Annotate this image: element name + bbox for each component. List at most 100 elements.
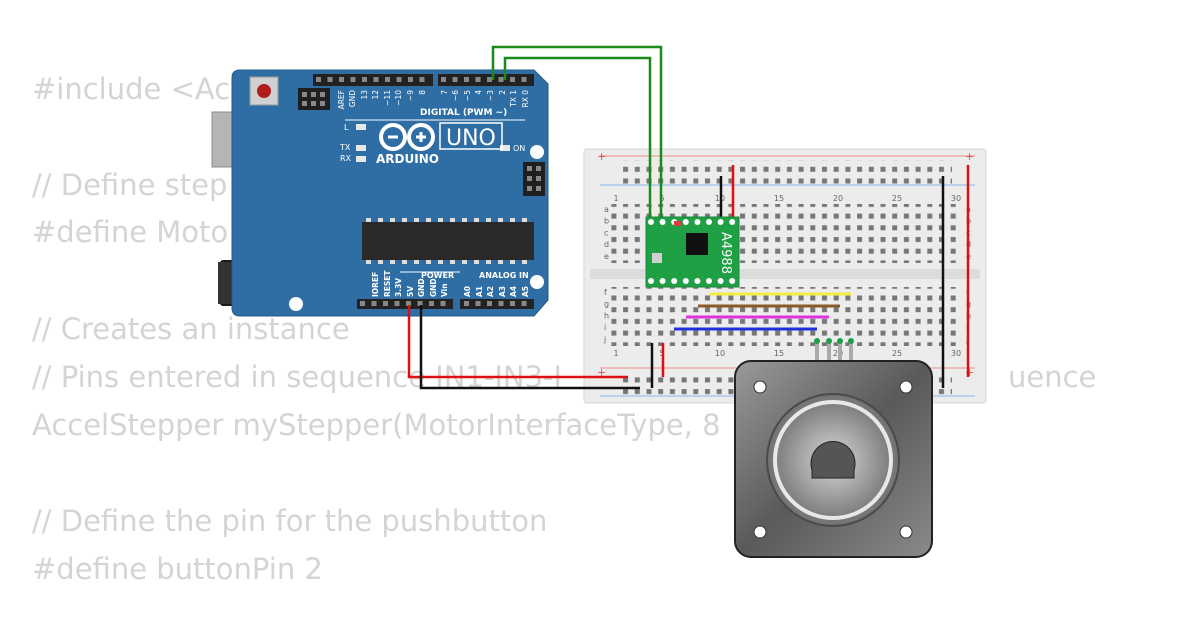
chip-pin: [522, 260, 527, 264]
chip-pin: [378, 218, 383, 222]
chip-pin: [378, 260, 383, 264]
column-number: 1: [613, 349, 618, 358]
motor-screw-hole: [753, 525, 767, 539]
column-number: 30: [951, 194, 961, 203]
driver-pin: [682, 219, 689, 225]
wire-green-dir: [503, 56, 652, 220]
chip-pin: [414, 218, 419, 222]
row-letter: j: [965, 335, 968, 344]
pin-hole: [362, 77, 367, 82]
arduino-model: UNO: [446, 126, 496, 151]
power-pin-label: GND: [417, 278, 426, 297]
led-l: [356, 124, 366, 130]
column-number: 20: [833, 194, 843, 203]
pin-hole: [510, 301, 515, 306]
pin-hole: [464, 301, 469, 306]
code-line-comment-define-step: // Define step: [32, 168, 228, 202]
header-power-label: POWER: [421, 271, 454, 280]
led-tx: [356, 145, 366, 151]
row-letter: f: [604, 288, 607, 297]
pin-hole: [487, 301, 492, 306]
driver-pin: [706, 219, 712, 225]
rail-plus-label: +: [965, 366, 974, 379]
chip-pin: [498, 260, 503, 264]
led-tx-label: TX: [339, 143, 351, 152]
header-power: [357, 299, 453, 309]
row-letter: i: [604, 323, 606, 332]
top-pin-label: AREF: [337, 90, 346, 109]
code-line-define-button: #define buttonPin 2: [32, 552, 323, 586]
column-number: 1: [613, 194, 618, 203]
chip-pin: [426, 218, 431, 222]
chip-pin: [462, 218, 467, 222]
code-line-suffix: uence: [1008, 360, 1097, 394]
chip-pin: [366, 260, 371, 264]
pin-hole: [521, 77, 527, 82]
chip-pin: [498, 218, 503, 222]
center-channel: [590, 269, 980, 279]
driver-pin: [729, 278, 736, 284]
analog-pin-label: A4: [509, 286, 518, 297]
rail-holes-top-2: [622, 172, 952, 184]
pin-hole: [371, 301, 377, 306]
top-pin-label: ~9: [406, 90, 415, 101]
uno-badge: [439, 122, 503, 150]
atmega-chip: [362, 222, 534, 260]
motor-lead-tip: [814, 338, 820, 344]
motor-screw-hole: [753, 380, 767, 394]
driver-pin: [717, 219, 724, 225]
pin-hole: [373, 77, 379, 82]
row-letter: d: [604, 240, 609, 249]
motor-lead-tip: [837, 338, 843, 344]
driver-pin: [659, 219, 666, 225]
pin-hole: [327, 77, 333, 82]
top-pin-label: TX 1: [509, 90, 518, 108]
pin-hole: [385, 77, 390, 82]
driver-label: A4988: [718, 232, 733, 274]
chip-pin: [450, 260, 455, 264]
analog-pin-label: A1: [475, 286, 484, 297]
chip-pin: [474, 218, 479, 222]
header-digital-label: DIGITAL (PWM ~): [420, 108, 507, 118]
led-l-label: L: [344, 123, 349, 132]
pin-hole: [417, 301, 423, 306]
code-line-accelstepper: AccelStepper myStepper(MotorInterfaceTyp…: [32, 408, 721, 442]
pin-hole: [498, 77, 504, 82]
motor-shaft[interactable]: [810, 440, 856, 479]
motor-screw-hole: [899, 525, 913, 539]
pin-hole: [360, 301, 365, 306]
top-pin-label: 4: [474, 90, 483, 95]
header-analog-label: ANALOG IN: [479, 271, 529, 280]
icsp-header-right: [523, 162, 545, 196]
pin-hole: [498, 301, 504, 306]
pin-hole: [475, 77, 481, 82]
led-on-label: ON: [513, 144, 525, 153]
pin-hole: [408, 77, 413, 82]
pin-hole: [429, 301, 434, 306]
pin-hole: [394, 301, 400, 306]
top-pin-label: ~10: [394, 90, 403, 106]
pin-hole: [452, 77, 458, 82]
pin-hole: [441, 77, 446, 82]
chip-pin: [462, 260, 467, 264]
top-pin-label: ~11: [383, 90, 392, 106]
wire-green-step: [491, 45, 663, 220]
driver-potentiometer: [652, 253, 662, 263]
reset-button-cap[interactable]: [257, 84, 271, 98]
motor-screw-hole: [899, 380, 913, 394]
driver-chip: [686, 233, 708, 255]
chip-pin: [486, 260, 491, 264]
driver-pin: [717, 278, 724, 284]
driver-pin: [706, 278, 712, 284]
top-pin-label: ~6: [451, 90, 460, 101]
code-line-define-motor: #define Moto: [32, 215, 229, 249]
chip-pins: [366, 218, 527, 264]
motor-ring: [773, 400, 893, 520]
chip-pin: [402, 260, 407, 264]
code-line-comment-button: // Define the pin for the pushbutton: [32, 504, 548, 538]
bottom-pin-holes: [360, 301, 527, 306]
column-number: 10: [715, 349, 725, 358]
top-pin-label: GND: [348, 90, 357, 107]
